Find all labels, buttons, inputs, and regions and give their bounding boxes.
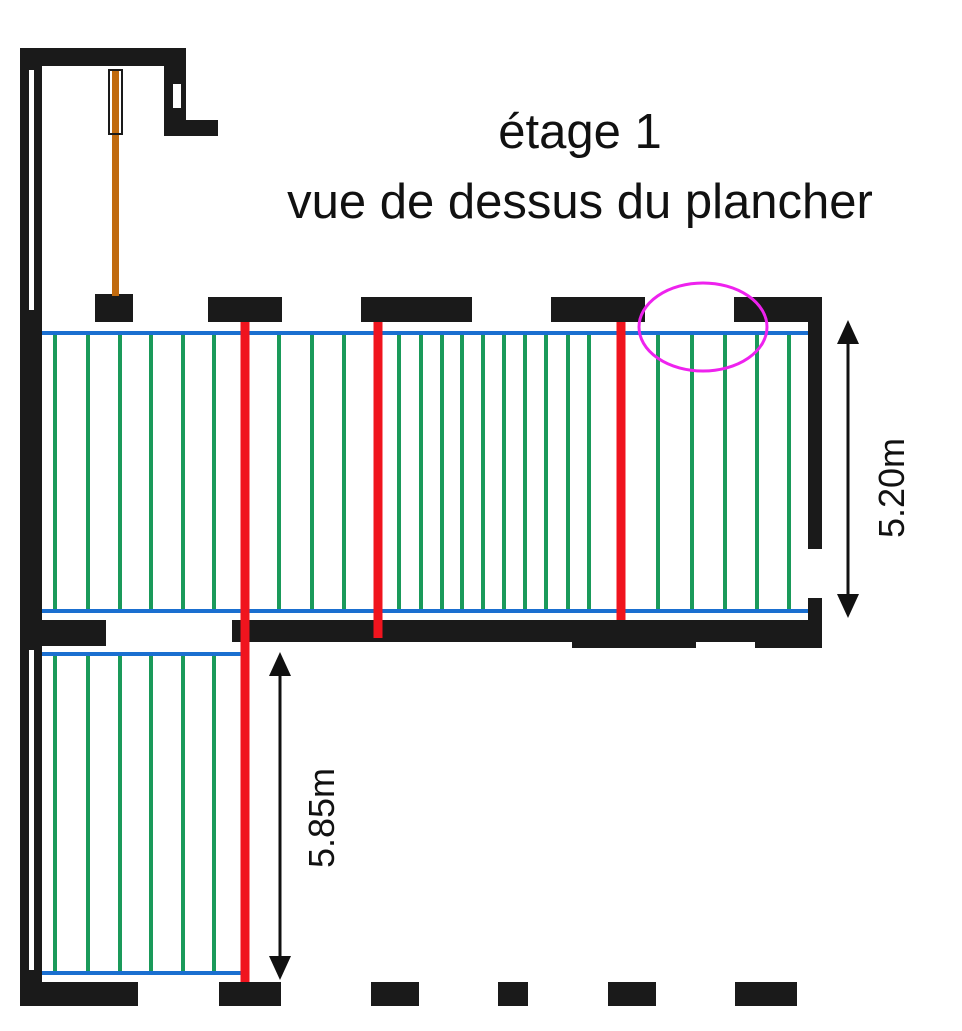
wall-top-seg-4: [551, 297, 645, 322]
dimension-upper-arrow-bottom: [837, 594, 859, 618]
wall-mid-seg-1: [20, 620, 106, 646]
shaft-window: [173, 84, 181, 108]
wall-bottom-seg-5: [608, 982, 656, 1006]
wall-top-seg-3: [361, 297, 472, 322]
wall-gap-2: [29, 650, 34, 970]
wall-right-upper: [808, 297, 822, 549]
dimension-upper-arrow-top: [837, 320, 859, 344]
wall-gap-1: [29, 70, 34, 310]
wall-top-seg-5: [734, 297, 822, 322]
lower-joists: [53, 654, 216, 973]
wall-shaft-top: [20, 48, 186, 66]
stair-post-cap: [108, 69, 123, 135]
wall-bottom-seg-6: [735, 982, 797, 1006]
dimension-upper-label: 5.20m: [871, 438, 912, 538]
wall-bottom-seg-3: [371, 982, 419, 1006]
wall-left: [20, 48, 42, 1006]
beams: [240, 322, 626, 982]
dimension-lower-label: 5.85m: [301, 768, 342, 868]
upper-joists: [53, 333, 791, 611]
wall-bottom-seg-1: [20, 982, 138, 1006]
dimension-lower: 5.85m: [269, 652, 342, 980]
stair-post: [112, 70, 119, 296]
wall-mid-seg-2: [232, 620, 822, 642]
wall-details: [29, 70, 181, 970]
wall-shaft-notch: [164, 120, 218, 136]
dimension-lower-arrow-bottom: [269, 956, 291, 980]
highlight-ellipse: [637, 281, 769, 373]
wall-top-seg-2: [208, 297, 282, 322]
wall-mid-seg-3: [572, 620, 696, 648]
title-line-2: vue de dessus du plancher: [287, 175, 873, 229]
dimension-upper: 5.20m: [837, 320, 912, 618]
title-line-1: étage 1: [498, 105, 662, 159]
dimension-lower-arrow-top: [269, 652, 291, 676]
wall-bottom-seg-2: [219, 982, 281, 1006]
wall-top-seg-1: [95, 294, 133, 322]
wall-bottom-seg-4: [498, 982, 528, 1006]
wall-mid-seg-4: [755, 620, 822, 648]
walls: [20, 48, 822, 1006]
